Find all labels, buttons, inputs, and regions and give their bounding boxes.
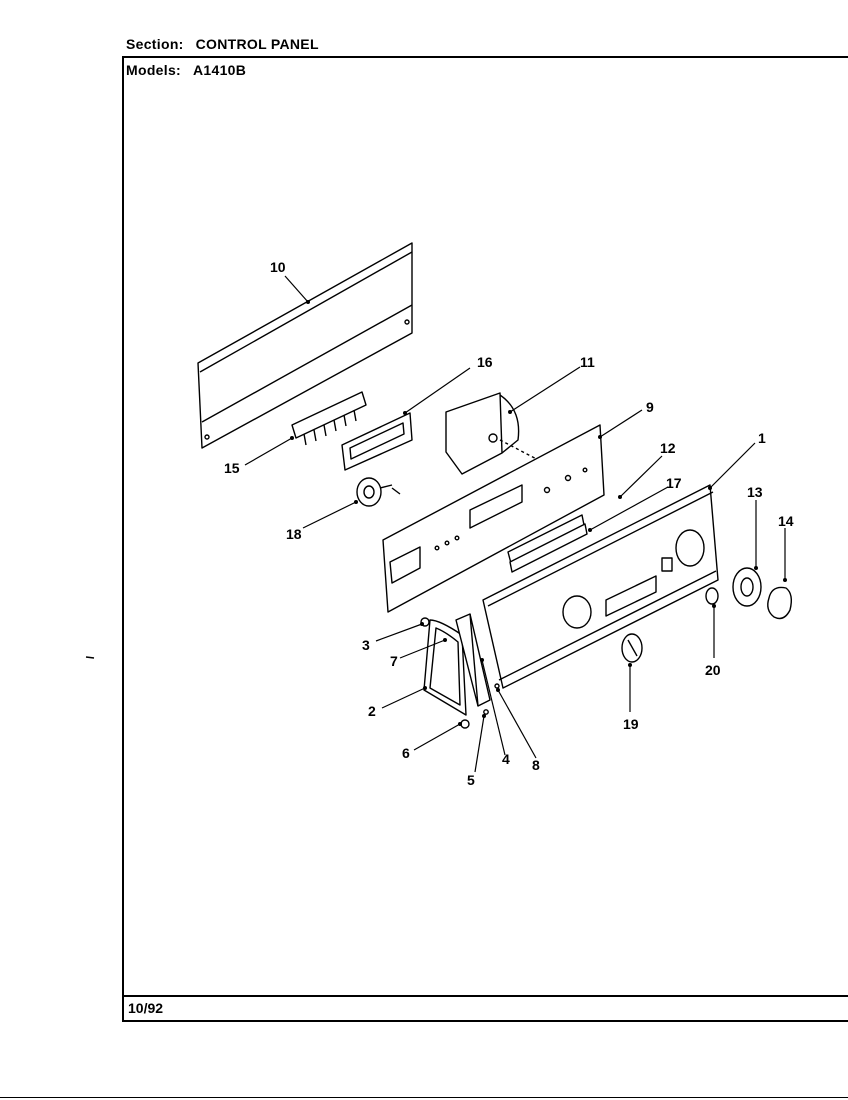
callout-20: 20 (705, 662, 721, 678)
callout-19: 19 (623, 716, 639, 732)
footer-rule (124, 995, 848, 997)
part-1-control-panel (482, 484, 719, 689)
part-16-bracket (341, 412, 413, 471)
footer-date: 10/92 (128, 1000, 164, 1016)
part-17-window (509, 523, 588, 573)
callout-9: 9 (646, 399, 654, 415)
models-value: A1410B (193, 62, 247, 78)
callout-16: 16 (477, 354, 493, 370)
callout-10: 10 (270, 259, 286, 275)
callout-8: 8 (532, 757, 540, 773)
callout-6: 6 (402, 745, 410, 761)
callout-18: 18 (286, 526, 302, 542)
callout-3: 3 (362, 637, 370, 653)
part-13-dial (732, 567, 762, 607)
part-15-terminal-block (291, 391, 367, 446)
callout-17: 17 (666, 475, 682, 491)
part-14-knob (767, 586, 793, 620)
callout-2: 2 (368, 703, 376, 719)
models-label: Models: (126, 62, 181, 78)
callout-15: 15 (224, 460, 240, 476)
diagram-frame (122, 56, 848, 1022)
page-bottom-rule (0, 1097, 848, 1098)
part-9-backsplash-panel (382, 424, 605, 613)
part-4-side-bracket (455, 613, 500, 715)
part-10-rear-panel (197, 242, 413, 449)
callout-4: 4 (502, 751, 510, 767)
callout-11: 11 (580, 354, 595, 370)
callout-12: 12 (660, 440, 676, 456)
leader-arrowheads (290, 300, 787, 726)
callout-5: 5 (467, 772, 475, 788)
callout-14: 14 (778, 513, 794, 529)
part-20-small-knob (705, 587, 719, 605)
part-18-switch (356, 477, 401, 507)
callout-13: 13 (747, 484, 763, 500)
leader-lines (244, 275, 786, 773)
part-19-timer-knob (621, 633, 643, 663)
section-header: Section: CONTROL PANEL (126, 36, 319, 52)
section-label: Section: (126, 36, 184, 52)
callout-7: 7 (390, 653, 398, 669)
callout-1: 1 (758, 430, 766, 446)
section-value: CONTROL PANEL (195, 36, 319, 52)
margin-mark (85, 656, 95, 659)
callout-labels: 1 2 3 4 5 6 7 8 9 10 11 12 13 14 15 16 1… (224, 259, 794, 788)
models-header: Models: A1410B (126, 62, 246, 78)
